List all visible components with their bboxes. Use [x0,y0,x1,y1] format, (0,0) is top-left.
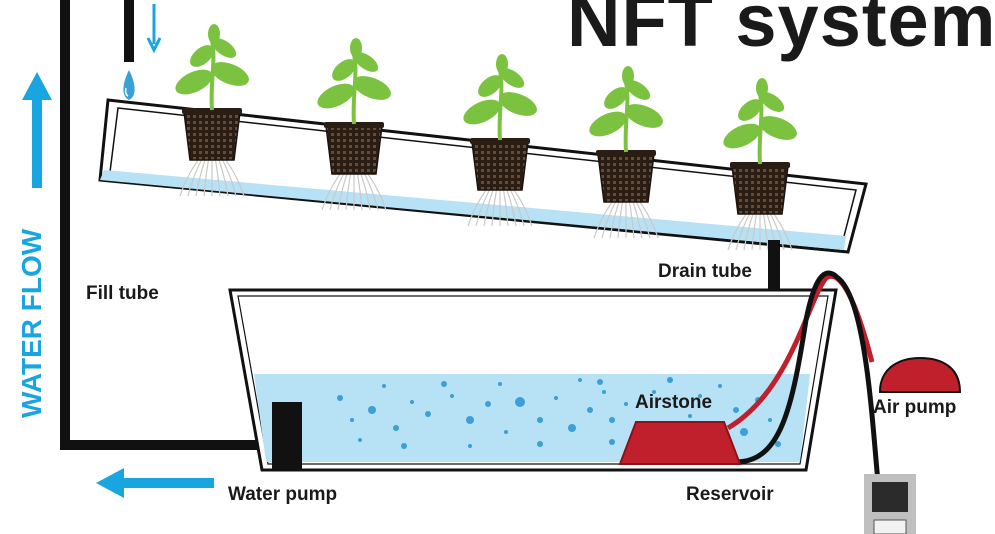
bubble [425,411,431,417]
bubble [485,401,491,407]
bubble [537,441,543,447]
bubble [624,402,628,406]
bubble [498,382,502,386]
bubble [537,417,543,423]
bubble [718,384,722,388]
bubble [733,407,739,413]
bubble [609,439,615,445]
plant [463,54,537,227]
bubble [768,418,772,422]
bubble [441,381,447,387]
drain-tube-label: Drain tube [658,261,752,282]
reservoir-tank [228,288,838,472]
fill-tube [60,0,285,450]
bubble [468,444,472,448]
water-pump-label: Water pump [228,484,338,505]
bubble [698,394,702,398]
bubble [688,414,692,418]
bubble [393,425,399,431]
bubble [667,377,673,383]
bubble [358,438,362,442]
bubble [740,428,748,436]
bubble [554,396,558,400]
bubble [410,400,414,404]
bubble [504,430,508,434]
water-flow-label: WATER FLOW [16,228,47,418]
pump-power-cord [735,270,881,483]
bubble [450,394,454,398]
bubble [368,406,376,414]
bubble [350,418,354,422]
bubble [609,417,615,423]
fill-tube-label: Fill tube [86,283,159,304]
plants-group [175,24,797,251]
air-pump [878,356,962,393]
flow-up-arrow [22,72,52,188]
bubble [578,378,582,382]
water-pump [272,402,302,470]
inlet-tube [123,0,135,100]
bubble [466,416,474,424]
airstone-label: Airstone [635,392,713,413]
airstone [618,421,742,465]
plant [317,38,391,211]
air-pump-label: Air pump [873,397,957,418]
plant [175,24,249,197]
reservoir-label: Reservoir [686,484,774,505]
power-outlet [864,474,916,534]
bubble [382,384,386,388]
bubble [775,441,781,447]
plant [589,66,663,239]
plant [723,78,797,251]
inlet-down-arrow [146,4,162,54]
bubble [515,397,525,407]
bubble [587,407,593,413]
flow-left-arrow [96,468,214,498]
bubble [337,395,343,401]
bubble [401,443,407,449]
diagram-title: NFT system [567,0,995,62]
bubble [568,424,576,432]
bubble [652,390,656,394]
bubble [602,390,606,394]
bubble [597,379,603,385]
